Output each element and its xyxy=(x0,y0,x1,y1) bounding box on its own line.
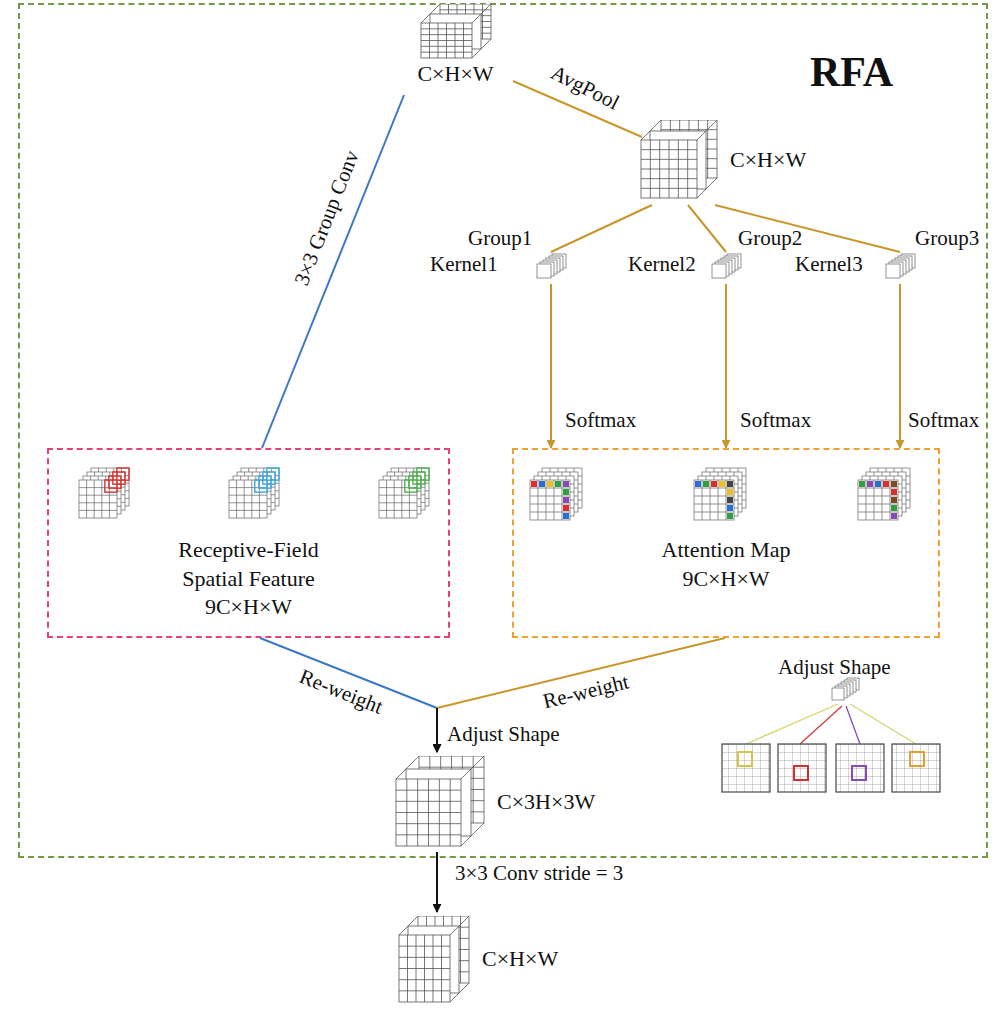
annotation-label: Group2 xyxy=(738,226,802,251)
tensor-cube xyxy=(420,4,492,60)
connector xyxy=(260,638,437,752)
edge-label: AvgPool xyxy=(547,60,624,115)
shape-label: Attention Map xyxy=(662,536,791,565)
tensor-cube xyxy=(395,756,485,848)
connector-line xyxy=(725,284,727,448)
annotation-label: Kernel1 xyxy=(430,252,498,277)
grid-stack-illustration xyxy=(49,450,448,530)
annotation-label: Group1 xyxy=(468,226,532,251)
connector-line xyxy=(436,852,438,912)
attention-panel: Attention Map9C×H×W xyxy=(512,448,940,638)
connector-line xyxy=(688,205,726,252)
shape-label: C×H×W xyxy=(730,146,806,175)
annotation-label: Kernel2 xyxy=(628,252,696,277)
annotation-label: Adjust Shape xyxy=(778,655,891,680)
connector xyxy=(551,205,652,448)
output-tensor: C×H×W xyxy=(398,912,588,1007)
connector-line xyxy=(436,708,438,752)
edge-label: Re-weight xyxy=(541,669,632,714)
grid-stack-illustration xyxy=(514,450,938,530)
dimension-label: 9C×H×W xyxy=(205,593,292,622)
module-title: RFA xyxy=(810,45,893,100)
connector xyxy=(437,852,438,912)
edge-label: 3×3 Conv stride = 3 xyxy=(455,861,623,886)
annotation-label: Softmax xyxy=(565,408,636,433)
tensor-cube xyxy=(398,916,470,1004)
input-tensor: C×H×W xyxy=(398,4,513,95)
shape-label: C×3H×3W xyxy=(497,788,595,817)
annotation-label: Adjust Shape xyxy=(447,722,560,747)
connector-line xyxy=(550,284,552,448)
connector xyxy=(262,95,404,448)
shape-label: C×H×W xyxy=(482,945,558,974)
adjust-shape-illustration xyxy=(722,704,940,792)
dimension-label: 9C×H×W xyxy=(682,565,769,594)
pooled-tensor: C×H×W xyxy=(640,115,840,205)
feature-panel: Receptive-Field Spatial Feature9C×H×W xyxy=(47,448,450,638)
connector xyxy=(715,205,900,448)
connector xyxy=(688,205,726,448)
shape-label: C×H×W xyxy=(417,60,493,89)
connector-line xyxy=(262,95,404,448)
connector-line xyxy=(715,205,900,252)
annotation-label: Softmax xyxy=(740,408,811,433)
edge-label: Re-weight xyxy=(296,664,387,720)
expanded-tensor: C×3H×3W xyxy=(395,752,655,852)
connector-line xyxy=(551,205,652,252)
annotation-label: Kernel3 xyxy=(795,252,863,277)
connector-line xyxy=(436,708,438,752)
connector-line xyxy=(899,284,901,448)
tensor-cube xyxy=(640,120,718,200)
connector xyxy=(437,638,725,752)
edge-label: 3×3 Group Conv xyxy=(289,147,364,289)
small-stack-icon xyxy=(832,678,859,700)
shape-label: Receptive-Field Spatial Feature xyxy=(154,536,344,593)
annotation-label: Softmax xyxy=(908,408,979,433)
annotation-label: Group3 xyxy=(915,226,979,251)
